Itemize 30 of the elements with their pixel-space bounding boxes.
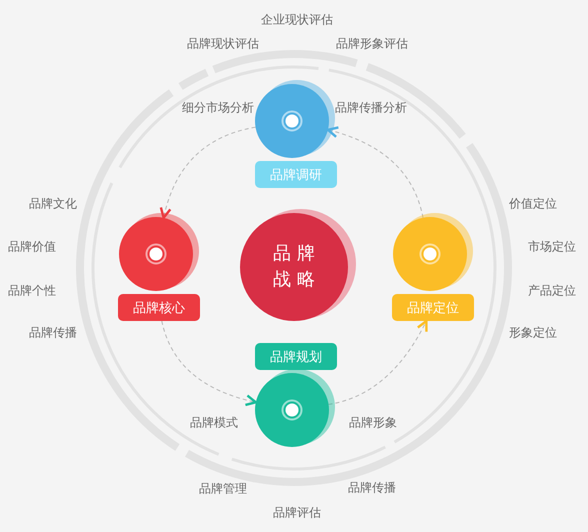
item-label: 品牌传播 [348,480,396,496]
circle-node [119,217,193,291]
item-label: 品牌传播分析 [335,100,407,116]
title-tag: 品牌规划 [255,343,337,370]
item-label: 市场定位 [528,238,576,256]
item-label: 品牌现状评估 [187,36,259,52]
item-label: 品牌传播 [29,324,77,342]
item-label: 价值定位 [509,196,557,212]
title-tag: 品牌定位 [392,294,474,321]
arrow [161,320,258,406]
item-label: 产品定位 [528,282,576,300]
item-label: 细分市场分析 [182,100,254,116]
title-tag: 品牌核心 [118,294,200,321]
item-label: 企业现状评估 [261,12,333,28]
item-label: 形象定位 [509,324,557,342]
circle-node [255,84,329,158]
item-label: 品牌个性 [8,282,56,300]
circle-node [393,217,467,291]
item-label: 品牌形象评估 [336,36,408,52]
arrow [328,320,428,405]
item-label: 品牌模式 [190,414,238,432]
item-label: 品牌形象 [349,414,397,432]
arrow [160,126,256,219]
item-label: 品牌文化 [29,196,77,212]
item-label: 品牌价值 [8,238,56,256]
item-label: 品牌评估 [273,504,321,522]
title-tag: 品牌调研 [255,161,337,188]
center-title: 品牌战略 [272,242,322,292]
arrow [326,126,424,218]
item-label: 品牌管理 [199,480,247,498]
